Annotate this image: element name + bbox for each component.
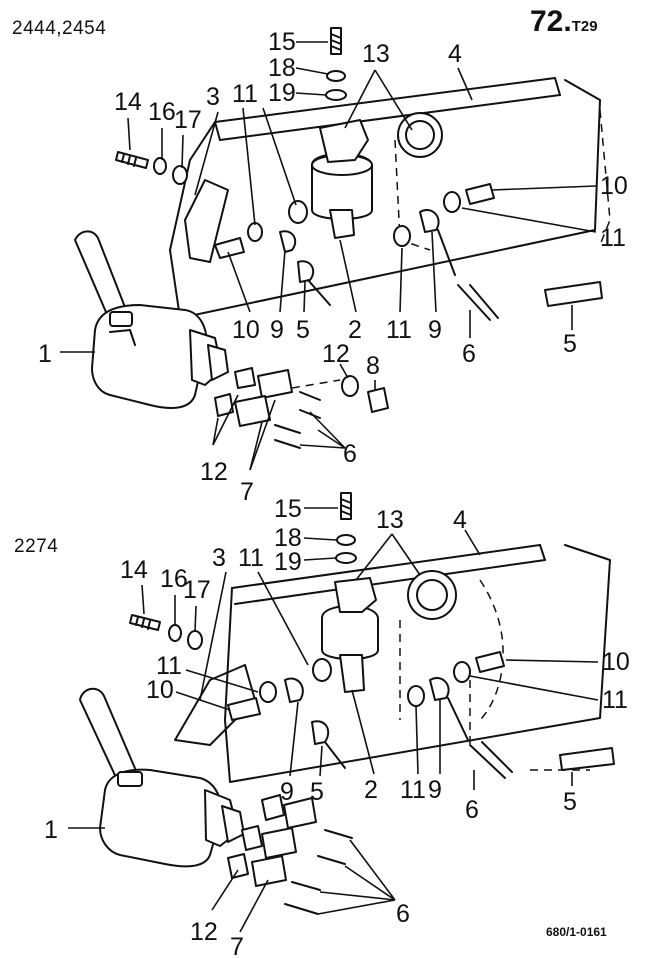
callout-11f: 11 bbox=[602, 686, 628, 714]
callout-5c: 5 bbox=[310, 778, 324, 806]
callout-6b: 6 bbox=[343, 440, 357, 468]
callout-4: 4 bbox=[448, 40, 462, 68]
callout-4b: 4 bbox=[453, 506, 467, 534]
callout-11b: 11 bbox=[386, 316, 412, 344]
callout-16: 16 bbox=[148, 98, 176, 126]
leader-lines-bottom bbox=[68, 507, 599, 933]
callout-7b: 7 bbox=[230, 933, 244, 958]
callout-16b: 16 bbox=[160, 565, 188, 593]
bolt-14-bottom bbox=[129, 614, 203, 650]
callout-14b: 14 bbox=[120, 556, 148, 584]
callout-9a: 9 bbox=[270, 316, 284, 344]
callout-9c: 9 bbox=[280, 778, 294, 806]
leader-lines-top bbox=[60, 41, 597, 471]
callout-10a: 10 bbox=[232, 316, 260, 344]
callout-11d: 11 bbox=[238, 544, 264, 572]
bolt-14-top bbox=[115, 151, 188, 185]
callout-12c: 12 bbox=[190, 918, 218, 946]
screw-15-top bbox=[325, 27, 347, 101]
callout-5b: 5 bbox=[563, 330, 577, 358]
callout-11c: 11 bbox=[600, 224, 626, 252]
callout-12b: 12 bbox=[200, 458, 228, 486]
lever-valve-bottom bbox=[79, 687, 245, 868]
callout-12a: 12 bbox=[322, 340, 350, 368]
top-exploded-view: 15 18 19 13 4 14 16 17 3 11 10 11 1 10 9… bbox=[38, 27, 628, 506]
callout-2b: 2 bbox=[364, 776, 378, 804]
valve-body-top bbox=[311, 112, 443, 239]
callout-11a: 11 bbox=[232, 80, 258, 108]
callout-17b: 17 bbox=[183, 576, 211, 604]
support-plate-bottom bbox=[174, 664, 256, 746]
callout-8: 8 bbox=[366, 352, 380, 380]
callout-5d: 5 bbox=[563, 788, 577, 816]
callout-numbers-top: 15 18 19 13 4 14 16 17 3 11 10 11 1 10 9… bbox=[38, 28, 628, 506]
callout-6d: 6 bbox=[396, 900, 410, 928]
bottom-exploded-view: 15 18 19 13 4 14 16 17 3 11 11 10 10 11 … bbox=[44, 492, 630, 958]
callout-19b: 19 bbox=[274, 548, 302, 576]
callout-9d: 9 bbox=[428, 776, 442, 804]
valve-body-bottom bbox=[321, 570, 457, 693]
callout-15: 15 bbox=[268, 28, 296, 56]
drawing-reference: 680/1-0161 bbox=[546, 925, 607, 939]
callout-5a: 5 bbox=[296, 316, 310, 344]
callout-3: 3 bbox=[206, 83, 220, 111]
callout-6c: 6 bbox=[465, 796, 479, 824]
callout-13b: 13 bbox=[376, 506, 404, 534]
callout-numbers-bottom: 15 18 19 13 4 14 16 17 3 11 11 10 10 11 … bbox=[44, 495, 630, 958]
page-number: 72.T29 bbox=[530, 5, 598, 39]
callout-11g: 11 bbox=[400, 776, 426, 804]
callout-15b: 15 bbox=[274, 495, 302, 523]
models-bottom-label: 2274 bbox=[14, 536, 59, 557]
callout-7: 7 bbox=[240, 478, 254, 506]
callout-18: 18 bbox=[268, 54, 296, 82]
page-number-main: 72. bbox=[530, 5, 572, 38]
callout-14: 14 bbox=[114, 88, 142, 116]
fittings-bottom bbox=[227, 651, 615, 915]
callout-10d: 10 bbox=[602, 648, 630, 676]
support-plate-top bbox=[184, 179, 229, 263]
callout-6a: 6 bbox=[462, 340, 476, 368]
callout-1b: 1 bbox=[44, 816, 58, 844]
callout-10b: 10 bbox=[600, 172, 628, 200]
callout-9b: 9 bbox=[428, 316, 442, 344]
callout-18b: 18 bbox=[274, 524, 302, 552]
screw-15-bottom bbox=[335, 492, 357, 564]
callout-1: 1 bbox=[38, 340, 52, 368]
callout-17: 17 bbox=[174, 106, 202, 134]
fittings-top bbox=[214, 183, 603, 449]
callout-10c: 10 bbox=[146, 676, 174, 704]
page-number-suffix: T29 bbox=[571, 18, 598, 35]
housing-rail-top bbox=[169, 77, 611, 319]
lever-valve-top bbox=[74, 230, 229, 409]
callout-13: 13 bbox=[362, 40, 390, 68]
callout-3b: 3 bbox=[212, 544, 226, 572]
callout-2: 2 bbox=[348, 316, 362, 344]
callout-11e: 11 bbox=[156, 652, 182, 680]
callout-19: 19 bbox=[268, 79, 296, 107]
models-top-label: 2444,2454 bbox=[12, 18, 107, 39]
